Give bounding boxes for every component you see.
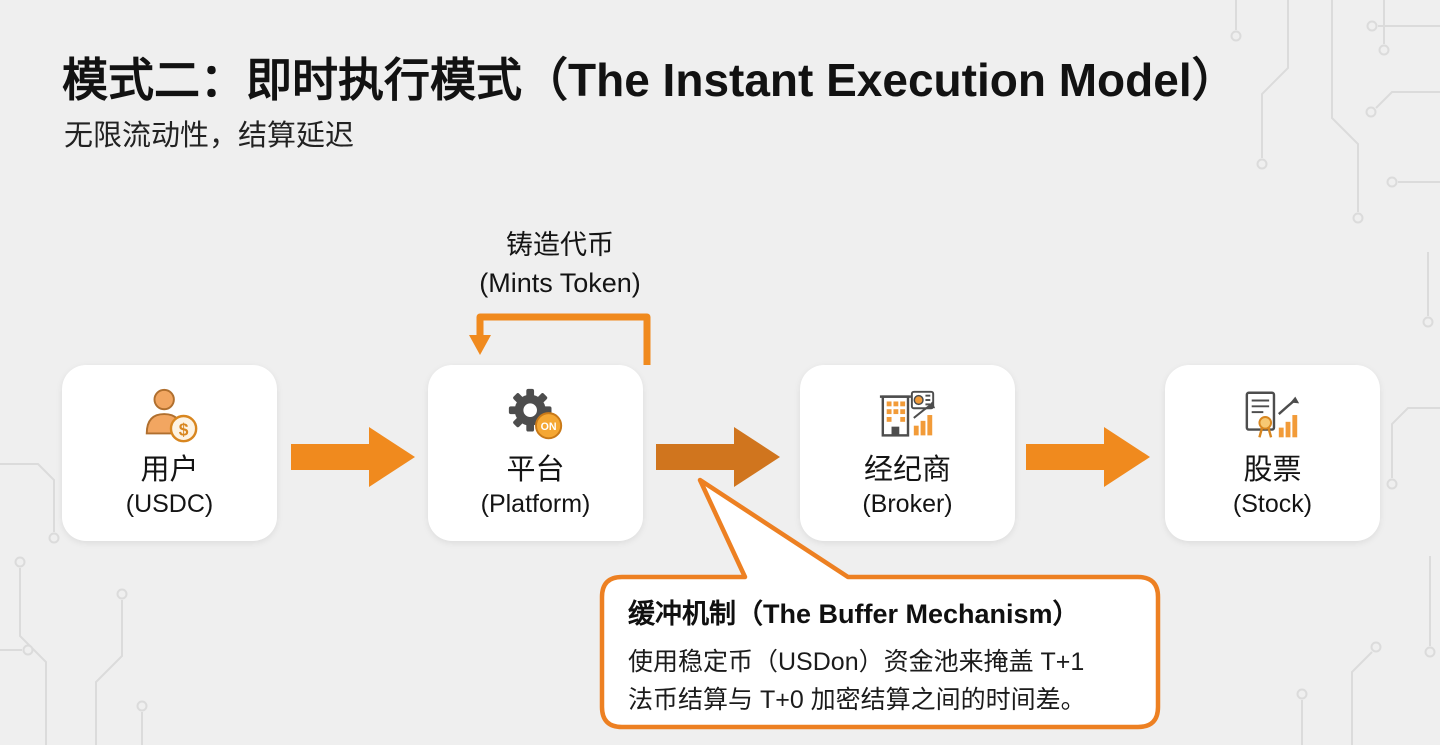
node-stock: 股票 (Stock) [1165,365,1380,541]
circuit-pattern-right [1230,0,1440,745]
flow-arrow-user-platform [291,427,415,487]
node-broker-label-en: (Broker) [862,490,953,519]
flow-arrow-platform-broker [656,427,780,487]
node-platform-label-en: (Platform) [480,490,591,519]
mints-token-label-en: (Mints Token) [479,268,641,299]
node-user-label-zh: 用户 [140,454,199,487]
callout-body-line1: 使用稳定币（USDon）资金池来掩盖 T+1 [628,648,1085,676]
page-title: 模式二：即时执行模式（The Instant Execution Model） [62,54,1238,106]
certificate-chart-icon [1245,391,1299,438]
node-platform-label-zh: 平台 [506,454,565,487]
callout-title: 缓冲机制（The Buffer Mechanism） [628,599,1080,629]
callout-bubble [599,477,1161,730]
node-platform: ON 平台 (Platform) [428,365,643,541]
circuit-pattern-left [0,463,148,745]
mints-token-label: 铸造代币 (Mints Token) [430,226,690,303]
loop-arrowhead [469,335,491,355]
flow-arrow-broker-stock [1026,427,1150,487]
callout-body-line2: 法币结算与 T+0 加密结算之间的时间差。 [628,685,1086,714]
node-broker-label-zh: 经纪商 [863,454,951,487]
dollar-coin-glyph: $ [178,420,188,440]
gear-token-icon: ON [508,389,562,440]
building-chart-icon [879,391,935,437]
subtitle: 无限流动性，结算延迟 [64,120,355,152]
callout-content: 缓冲机制（The Buffer Mechanism） 使用稳定币（USDon）资… [628,592,1143,719]
node-stock-label-zh: 股票 [1243,454,1302,487]
mints-token-label-zh: 铸造代币 [506,230,614,260]
mint-loop-arrow [469,313,651,365]
node-user-label-en: (USDC) [125,490,214,519]
user-dollar-icon: $ [145,389,197,443]
on-token-glyph: ON [540,421,556,433]
node-user: $ 用户 (USDC) [62,365,277,541]
node-broker: 经纪商 (Broker) [800,365,1015,541]
node-stock-label-en: (Stock) [1232,490,1313,519]
